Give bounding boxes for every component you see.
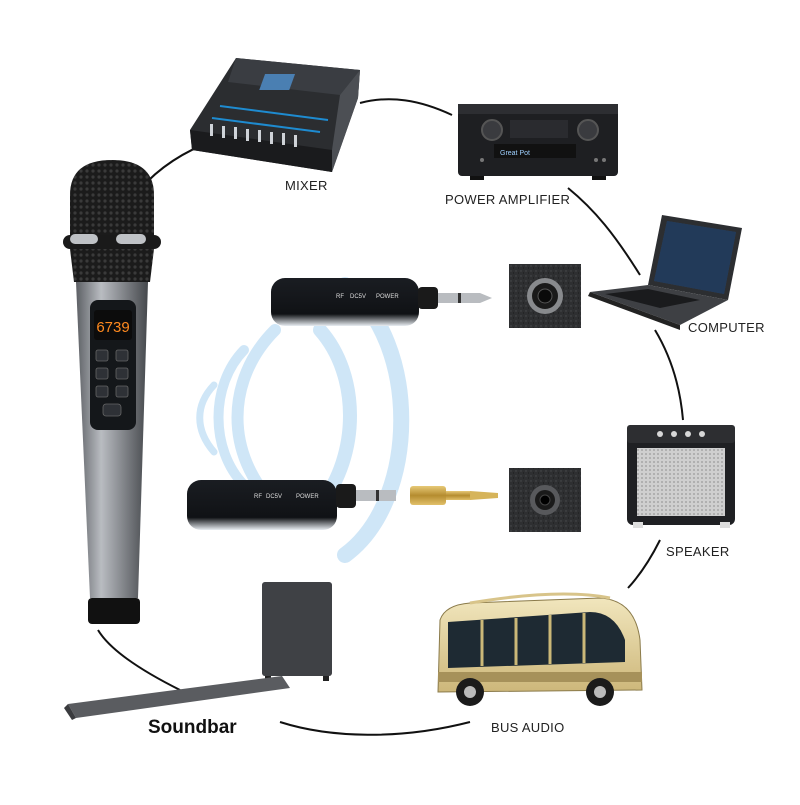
receiver-top-dc5v-label: DC5V	[350, 294, 366, 300]
wireless-receiver-top: RF DC5V POWER	[271, 278, 492, 326]
receiver-top-rf-label: RF	[336, 294, 344, 300]
jack-closeup-6-35mm	[509, 264, 581, 328]
receiver-top-power-label: POWER	[376, 294, 399, 300]
microphone-image: 6739	[63, 160, 161, 624]
bus-image	[437, 592, 643, 706]
ring-speaker-to-bus	[627, 539, 661, 589]
receiver-bottom-power-label: POWER	[296, 494, 319, 500]
ring-amp-to-computer	[567, 187, 641, 276]
speaker-image	[627, 425, 735, 528]
label-computer: COMPUTER	[688, 320, 765, 335]
label-soundbar: Soundbar	[148, 717, 237, 738]
receiver-bottom-dc5v-label: DC5V	[266, 494, 282, 500]
label-speaker: SPEAKER	[666, 544, 730, 559]
label-mixer: MIXER	[285, 178, 328, 193]
computer-image	[588, 215, 742, 330]
ring-bus-to-soundbar	[279, 721, 471, 736]
ring-computer-to-speaker	[654, 329, 684, 421]
jack-closeup-3-5mm	[509, 468, 581, 532]
mixer-image	[190, 58, 360, 172]
label-bus-audio: BUS AUDIO	[491, 720, 565, 735]
label-power-amplifier: POWER AMPLIFIER	[445, 192, 571, 207]
receiver-bottom-rf-label: RF	[254, 494, 262, 500]
wireless-receiver-bottom: RF DC5V POWER	[187, 480, 498, 530]
power-amplifier-image: Great Pot	[458, 104, 618, 180]
mic-display-text: 6739	[96, 319, 129, 336]
soundbar-image	[64, 582, 332, 720]
ring-mixer-to-amp	[359, 98, 453, 116]
ring-soundbar-to-mic	[97, 629, 181, 691]
amp-display-text: Great Pot	[500, 150, 530, 157]
